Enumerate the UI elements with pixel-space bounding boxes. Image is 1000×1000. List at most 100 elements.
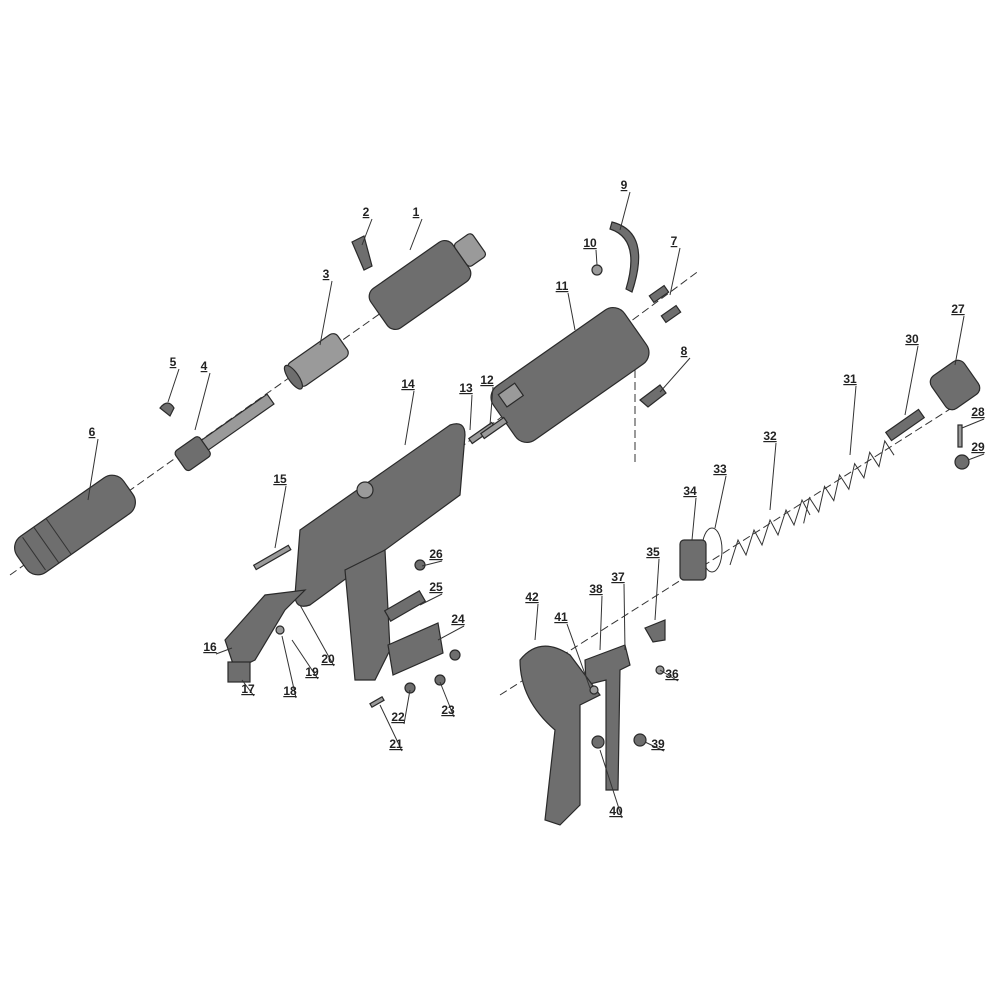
- leader-line-24: [437, 625, 465, 641]
- leader-line-22: [403, 689, 411, 725]
- part-24-plate: [387, 622, 444, 676]
- part-17-block: [227, 661, 251, 683]
- part-label-33: 33: [713, 462, 727, 476]
- part-label-38: 38: [589, 582, 603, 596]
- part-label-15: 15: [273, 472, 287, 486]
- leader-line-39: [644, 741, 665, 752]
- part-label-3: 3: [323, 267, 330, 281]
- part-35-latch: [644, 619, 666, 643]
- part-label-1: 1: [413, 205, 420, 219]
- leader-line-16: [215, 647, 233, 655]
- part-label-35: 35: [646, 545, 660, 559]
- part-30-valve: [884, 408, 926, 442]
- part-label-6: 6: [89, 425, 96, 439]
- leader-line-25: [419, 593, 443, 606]
- leader-line-3: [319, 280, 333, 346]
- leader-line-13: [469, 394, 473, 431]
- part-11-tube: [490, 306, 650, 444]
- part-9-ring: [609, 221, 640, 293]
- part-label-23: 23: [441, 703, 455, 717]
- leader-line-20: [299, 604, 335, 667]
- leader-line-28: [961, 418, 985, 429]
- leader-line-4: [194, 372, 211, 431]
- part-label-37: 37: [611, 570, 625, 584]
- leader-line-35: [654, 558, 660, 621]
- part-21-pin: [369, 695, 385, 709]
- part-label-41: 41: [554, 610, 568, 624]
- part-label-24: 24: [451, 612, 465, 626]
- part-31-spring: [803, 439, 895, 524]
- part-label-31: 31: [843, 372, 857, 386]
- part-label-28: 28: [971, 405, 985, 419]
- part-label-42: 42: [525, 590, 539, 604]
- part-label-40: 40: [609, 804, 623, 818]
- leader-line-41: [566, 623, 591, 689]
- leader-line-31: [849, 385, 857, 456]
- part-label-25: 25: [429, 580, 443, 594]
- part-label-20: 20: [321, 652, 335, 666]
- part-label-8: 8: [681, 344, 688, 358]
- part-34-sleeve: [679, 539, 707, 581]
- part-label-2: 2: [363, 205, 370, 219]
- part-label-21: 21: [389, 737, 403, 751]
- part-label-7: 7: [671, 234, 678, 248]
- part-39-screw: [633, 733, 647, 747]
- part-32-spring: [729, 498, 811, 566]
- leader-line-11: [567, 292, 576, 331]
- leader-line-5: [167, 368, 180, 403]
- part-label-4: 4: [201, 359, 208, 373]
- part-label-13: 13: [459, 381, 473, 395]
- leader-line-40: [599, 749, 623, 819]
- part-label-36: 36: [665, 667, 679, 681]
- part-4-rod: [174, 393, 275, 472]
- part-label-30: 30: [905, 332, 919, 346]
- leader-line-29: [967, 453, 985, 461]
- part-label-19: 19: [305, 665, 319, 679]
- part-14-housing: [294, 423, 466, 681]
- leader-line-21: [379, 704, 403, 752]
- leader-line-36: [659, 669, 679, 682]
- axis-line-rear: [499, 389, 981, 696]
- leader-line-38: [599, 595, 603, 651]
- leader-line-26: [421, 560, 443, 567]
- part-6-nozzle: [14, 474, 136, 576]
- part-label-17: 17: [241, 682, 255, 696]
- leader-line-32: [769, 442, 777, 511]
- part-42-trigger: [519, 645, 601, 826]
- part-label-11: 11: [556, 279, 569, 293]
- leader-line-1: [409, 218, 423, 251]
- leader-line-6: [87, 438, 99, 501]
- leader-line-33: [714, 475, 727, 529]
- part-2-pin: [351, 235, 373, 271]
- leader-line-14: [404, 390, 415, 446]
- part-5-clip: [159, 402, 175, 417]
- leader-line-37: [623, 583, 626, 651]
- part-label-29: 29: [971, 440, 985, 454]
- leader-line-34: [691, 497, 697, 541]
- part-1-barrel: [368, 233, 487, 331]
- leader-line-30: [904, 345, 919, 416]
- part-label-22: 22: [391, 710, 405, 724]
- leader-line-42: [534, 603, 539, 641]
- leader-line-23: [439, 681, 455, 718]
- leader-line-17: [241, 679, 255, 697]
- leader-line-9: [619, 191, 631, 231]
- part-label-12: 12: [480, 373, 494, 387]
- part-38-bracket: [584, 644, 631, 791]
- part-26-screw: [414, 559, 426, 571]
- leader-line-8: [659, 357, 691, 393]
- part-16-trigger-lever: [224, 589, 307, 671]
- part-label-39: 39: [651, 737, 665, 751]
- part-label-10: 10: [583, 236, 597, 250]
- part-label-18: 18: [283, 684, 297, 698]
- part-label-5: 5: [170, 355, 177, 369]
- part-15-pin: [252, 544, 292, 571]
- leader-line-2: [361, 218, 373, 246]
- part-12-13-pins: [467, 416, 509, 445]
- part-label-14: 14: [401, 377, 415, 391]
- part-label-26: 26: [429, 547, 443, 561]
- part-label-9: 9: [621, 178, 628, 192]
- part-3-bushing: [283, 333, 349, 390]
